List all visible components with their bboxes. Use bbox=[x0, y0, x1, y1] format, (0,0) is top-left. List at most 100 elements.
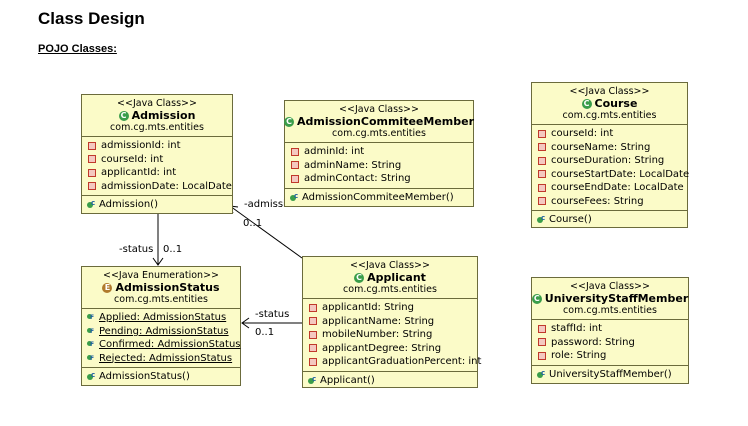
field-row: courseFees: String bbox=[536, 195, 683, 209]
package-label: com.cg.mts.entities bbox=[110, 122, 204, 133]
applicant-status-multiplicity: 0..1 bbox=[255, 327, 275, 338]
class-name: UniversityStaffMember bbox=[544, 292, 689, 305]
stereotype-label: <<Java Enumeration>> bbox=[103, 270, 219, 281]
stereotype-label: <<Java Class>> bbox=[569, 86, 650, 97]
method-row: AdmissionStatus() bbox=[86, 369, 236, 384]
field-row: applicantId: int bbox=[86, 166, 228, 180]
applicant-status-role: -status bbox=[255, 309, 290, 320]
constructor-icon bbox=[86, 197, 95, 211]
private-field-icon bbox=[291, 147, 299, 156]
field-row: role: String bbox=[536, 349, 684, 363]
methods-section: Admission() bbox=[82, 195, 232, 214]
stereotype-label: <<Java Class>> bbox=[117, 98, 197, 109]
methods-section: AdmissionStatus() bbox=[82, 367, 240, 386]
constructor-icon bbox=[86, 369, 95, 383]
private-field-icon bbox=[538, 183, 546, 192]
package-label: com.cg.mts.entities bbox=[332, 128, 426, 139]
class-icon: C bbox=[531, 294, 542, 304]
field-row: courseId: int bbox=[536, 127, 683, 141]
method-row: Course() bbox=[536, 212, 683, 227]
enum-icon: E bbox=[102, 283, 113, 293]
enum-literal-row: Pending: AdmissionStatus bbox=[86, 325, 236, 338]
field-row: adminContact: String bbox=[289, 172, 469, 186]
constructor-icon bbox=[536, 367, 545, 380]
enum-literal-row: Confirmed: AdmissionStatus bbox=[86, 338, 241, 352]
field-row: admissionDate: LocalDate bbox=[86, 180, 232, 194]
class-name: AdmissionCommiteeMember bbox=[297, 115, 475, 128]
private-field-icon bbox=[538, 324, 546, 333]
private-field-icon bbox=[538, 351, 546, 360]
class-name: Applicant bbox=[367, 271, 426, 284]
static-final-field-icon bbox=[86, 352, 95, 365]
private-field-icon bbox=[538, 170, 546, 179]
admission-status-multiplicity: 0..1 bbox=[163, 244, 183, 255]
field-row: applicantName: String bbox=[307, 315, 473, 329]
private-field-icon bbox=[538, 156, 546, 165]
applicant-to-admission-line bbox=[229, 205, 303, 259]
fields-section: admissionId: int courseId: int applicant… bbox=[82, 136, 232, 195]
field-row: applicantDegree: String bbox=[307, 342, 473, 356]
literals-section: Applied: AdmissionStatus Pending: Admiss… bbox=[82, 308, 241, 367]
stereotype-label: <<Java Class>> bbox=[350, 260, 430, 271]
method-row: Applicant() bbox=[307, 373, 473, 388]
class-name: Admission bbox=[131, 109, 196, 122]
field-row: courseEndDate: LocalDate bbox=[536, 181, 684, 195]
private-field-icon bbox=[309, 317, 317, 326]
private-field-icon bbox=[309, 344, 317, 353]
fields-section: staffId: int password: String role: Stri… bbox=[532, 319, 688, 365]
field-row: applicantId: String bbox=[307, 301, 473, 315]
class-icon: C bbox=[284, 117, 294, 127]
applicant-to-status-arrowhead bbox=[241, 317, 250, 329]
methods-section: Applicant() bbox=[303, 370, 477, 390]
field-row: applicantGraduationPercent: int bbox=[307, 355, 481, 369]
private-field-icon bbox=[88, 182, 96, 191]
constructor-icon bbox=[307, 373, 316, 386]
applicant-admission-role: -admission bbox=[244, 199, 299, 210]
method-row: AdmissionCommiteeMember() bbox=[289, 190, 469, 205]
private-field-icon bbox=[538, 197, 546, 206]
class-name: AdmissionStatus bbox=[115, 281, 220, 294]
private-field-icon bbox=[88, 168, 96, 177]
class-name: Course bbox=[594, 97, 638, 110]
field-row: courseId: int bbox=[86, 153, 228, 167]
field-row: password: String bbox=[536, 336, 684, 350]
static-final-field-icon bbox=[86, 325, 95, 338]
field-row: adminName: String bbox=[289, 159, 469, 173]
enum-literal-row: Applied: AdmissionStatus bbox=[86, 311, 236, 325]
class-icon: C bbox=[118, 111, 129, 121]
constructor-icon bbox=[289, 190, 298, 203]
stereotype-label: <<Java Class>> bbox=[339, 104, 419, 115]
methods-section: Course() bbox=[532, 210, 687, 229]
private-field-icon bbox=[309, 330, 317, 339]
static-final-field-icon bbox=[86, 311, 95, 325]
field-row: courseStartDate: LocalDate bbox=[536, 168, 689, 182]
package-label: com.cg.mts.entities bbox=[114, 294, 208, 305]
package-label: com.cg.mts.entities bbox=[343, 284, 437, 295]
private-field-icon bbox=[88, 141, 96, 150]
methods-section: AdmissionCommiteeMember() bbox=[285, 187, 473, 207]
fields-section: adminId: int adminName: String adminCont… bbox=[285, 142, 473, 188]
field-row: mobileNumber: String bbox=[307, 328, 473, 342]
fields-section: courseId: int courseName: String courseD… bbox=[532, 124, 689, 210]
enum-literal-row: Rejected: AdmissionStatus bbox=[86, 352, 236, 365]
constructor-icon bbox=[536, 212, 545, 226]
private-field-icon bbox=[538, 129, 546, 138]
private-field-icon bbox=[309, 357, 317, 366]
field-row: staffId: int bbox=[536, 322, 684, 336]
static-final-field-icon bbox=[86, 338, 95, 352]
admission-status-role: -status bbox=[119, 244, 154, 255]
package-label: com.cg.mts.entities bbox=[562, 110, 657, 121]
field-row: admissionId: int bbox=[86, 139, 228, 153]
private-field-icon bbox=[88, 155, 96, 164]
method-row: Admission() bbox=[86, 197, 228, 212]
admission-to-status-arrowhead bbox=[152, 257, 164, 266]
field-row: courseDuration: String bbox=[536, 154, 683, 168]
private-field-icon bbox=[309, 303, 317, 312]
